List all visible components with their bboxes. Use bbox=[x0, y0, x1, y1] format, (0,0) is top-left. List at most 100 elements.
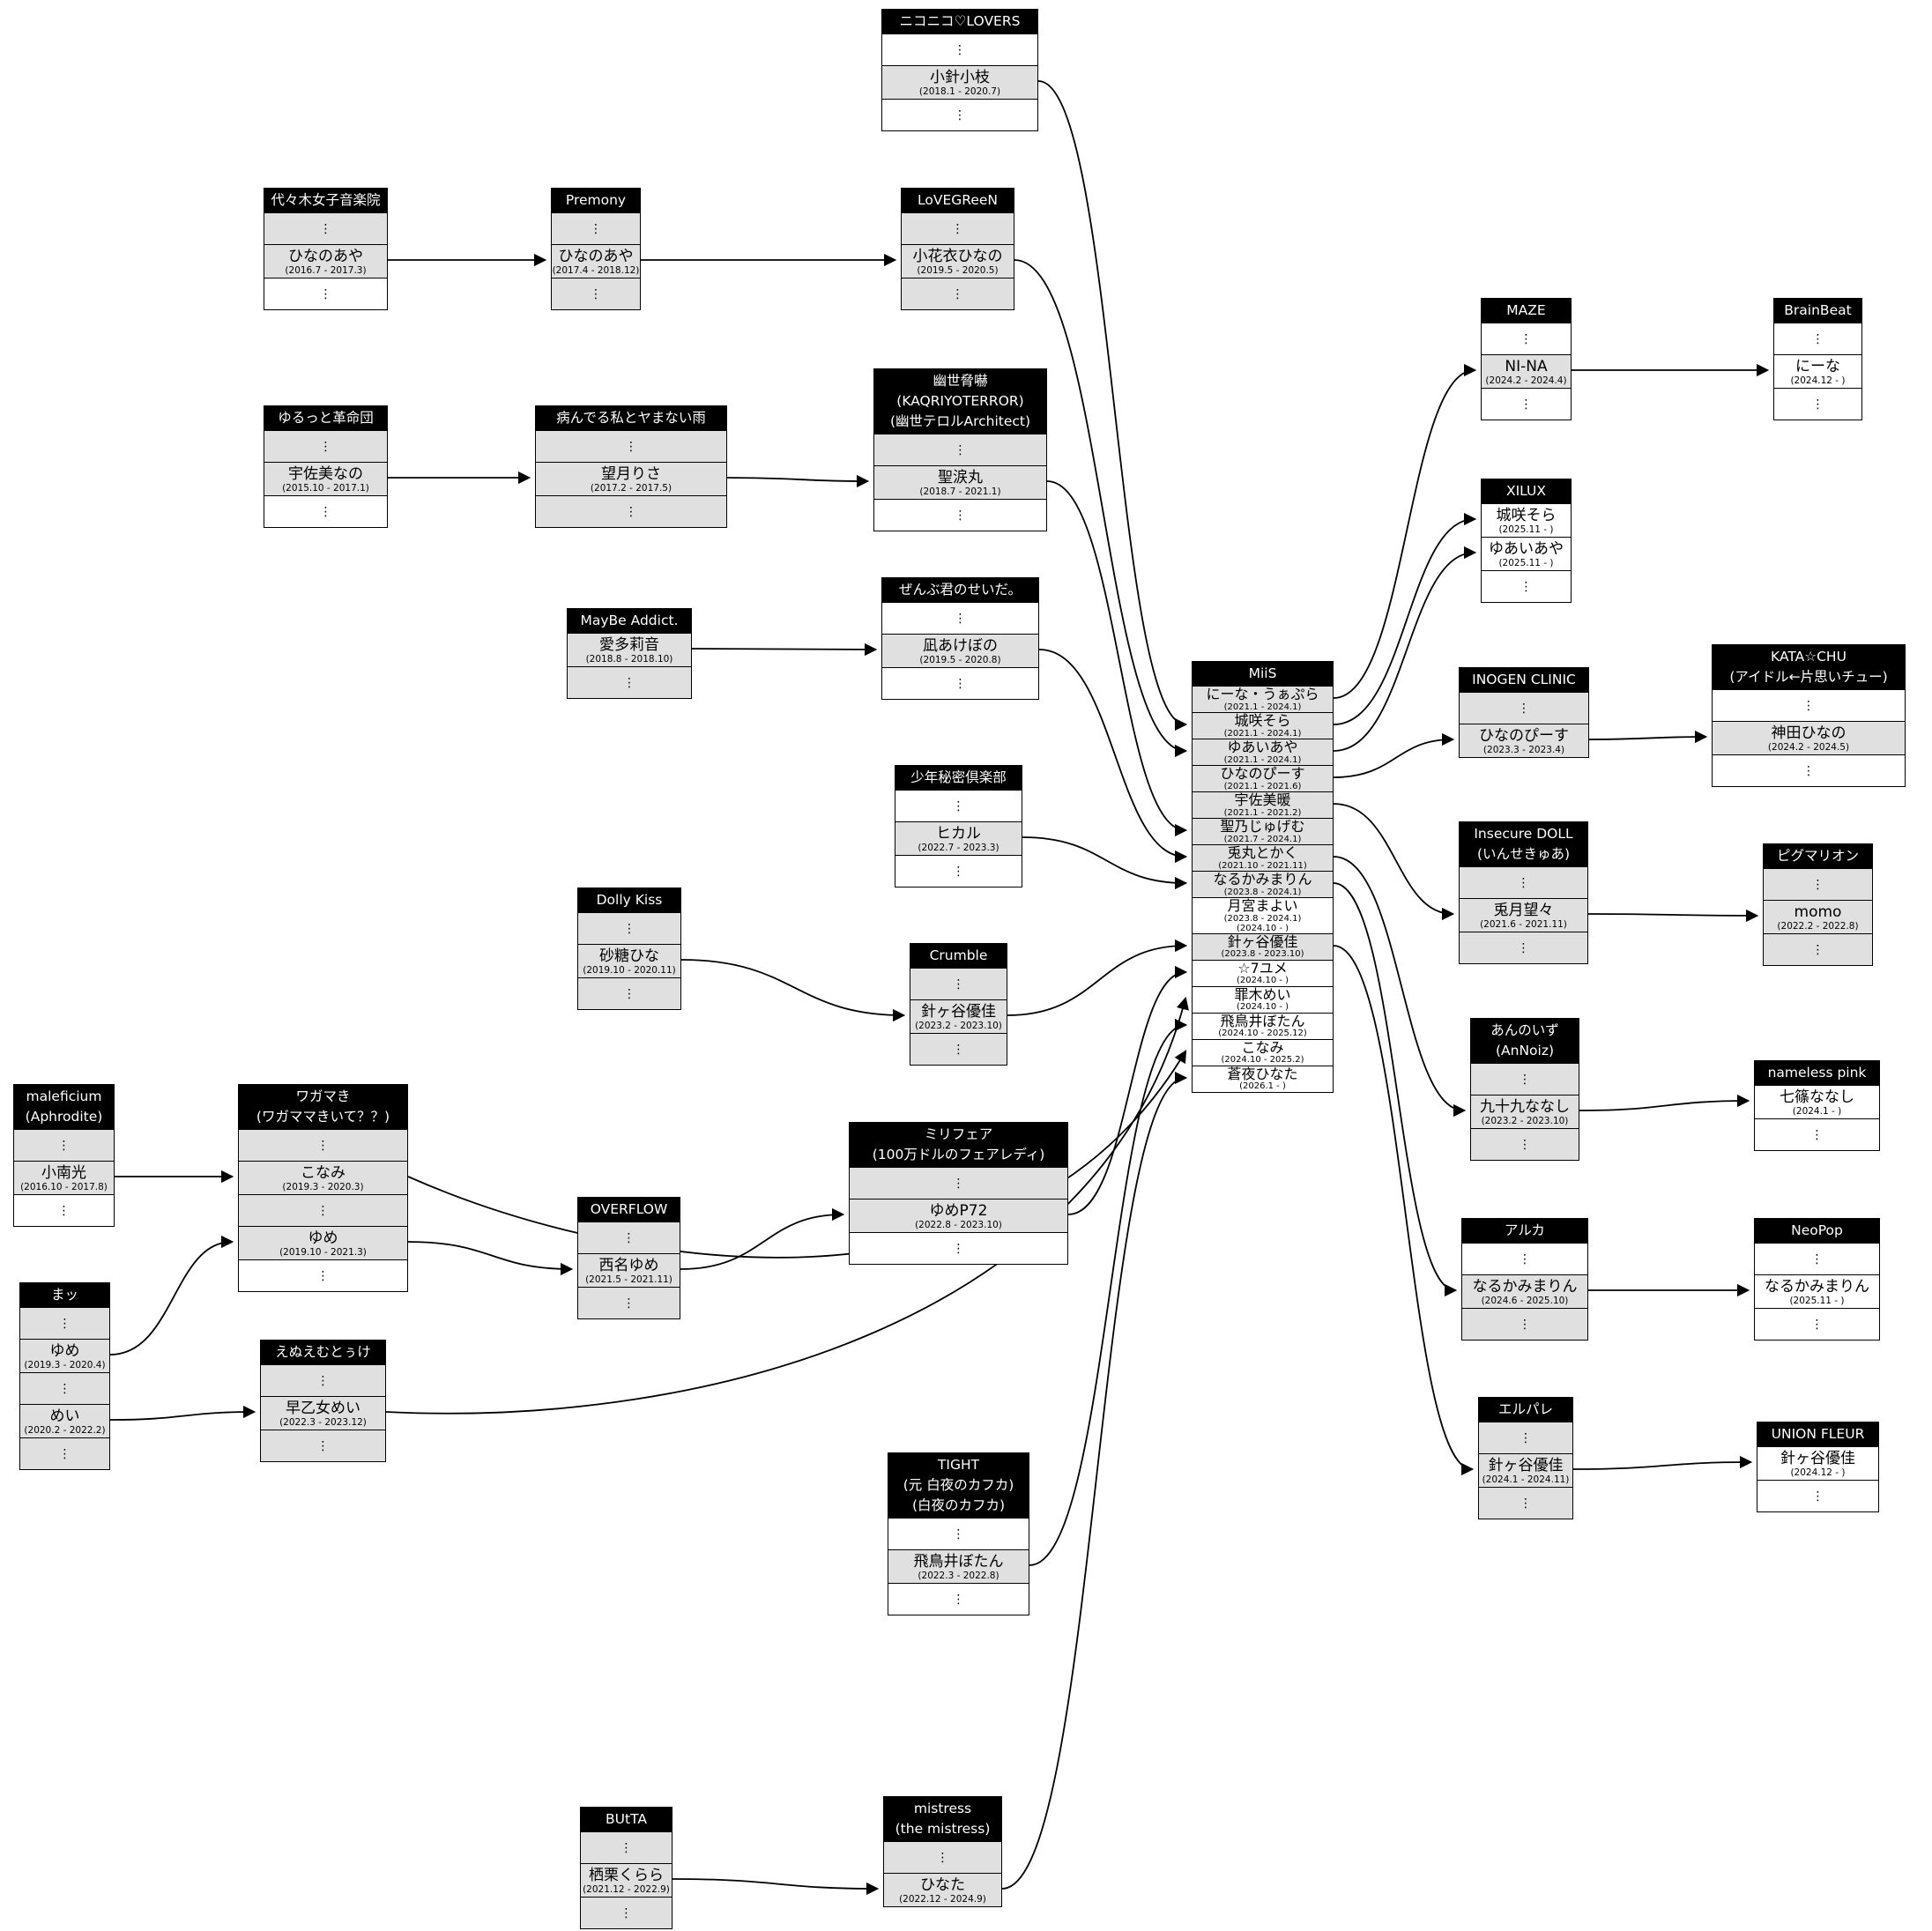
group-title: OVERFLOW bbox=[578, 1198, 680, 1222]
member-row: 九十九ななし(2023.2 - 2023.10) bbox=[1471, 1095, 1579, 1128]
group-node-lovegreen: LoVEGReeN⋮小花衣ひなの(2019.5 - 2020.5)⋮ bbox=[901, 188, 1014, 310]
member-name: 七篠ななし bbox=[1780, 1088, 1854, 1106]
member-name: NI-NA bbox=[1505, 357, 1548, 375]
edge-arrow bbox=[407, 1050, 1187, 1259]
group-title-line: 病んでる私とヤまない雨 bbox=[556, 410, 706, 426]
group-title: エルパレ bbox=[1479, 1398, 1572, 1422]
member-row: ひなのぴーす(2023.3 - 2023.4) bbox=[1460, 724, 1588, 757]
group-title: MAZE bbox=[1482, 299, 1571, 323]
ellipsis-row: ⋮ bbox=[1755, 1243, 1879, 1274]
member-dates: (2018.1 - 2020.7) bbox=[918, 85, 1001, 97]
member-row: 罪木めい(2024.10 - ) bbox=[1193, 985, 1333, 1013]
ellipsis-row: ⋮ bbox=[1462, 1243, 1587, 1274]
group-title: UNION FLEUR bbox=[1757, 1422, 1878, 1446]
group-title: ゆるっと革命団 bbox=[264, 406, 387, 430]
member-row: 小花衣ひなの(2019.5 - 2020.5) bbox=[902, 244, 1014, 278]
member-dates: (2021.5 - 2021.11) bbox=[585, 1274, 672, 1285]
member-dates: (2023.2 - 2023.10) bbox=[915, 1020, 1002, 1031]
group-node-yanderu: 病んでる私とヤまない雨⋮望月りさ(2017.2 - 2017.5)⋮ bbox=[535, 405, 727, 528]
ellipsis-row: ⋮ bbox=[902, 212, 1014, 244]
group-title-line: あんのいず bbox=[1490, 1022, 1559, 1038]
member-row: なるかみまりん(2024.6 - 2025.10) bbox=[1462, 1274, 1587, 1308]
ellipsis-row: ⋮ bbox=[1460, 692, 1588, 724]
member-name: 針ヶ谷優佳 bbox=[1227, 932, 1298, 950]
member-row: 城咲そら(2021.1 - 2024.1) bbox=[1193, 712, 1333, 739]
member-name: 望月りさ bbox=[601, 464, 661, 483]
ellipsis-row: ⋮ bbox=[14, 1129, 114, 1161]
group-node-matsu: まッ⋮ゆめ(2019.3 - 2020.4)⋮めい(2020.2 - 2022.… bbox=[19, 1282, 110, 1470]
member-name: 針ヶ谷優佳 bbox=[921, 1002, 996, 1021]
member-name: にーな bbox=[1795, 357, 1840, 375]
member-row: 針ヶ谷優佳(2024.12 - ) bbox=[1757, 1446, 1878, 1480]
group-title-line: (いんせきゅあ) bbox=[1476, 846, 1571, 862]
member-row: 凪あけぼの(2019.5 - 2020.8) bbox=[882, 634, 1038, 667]
member-name: ひなのぴーす bbox=[1479, 726, 1569, 745]
edge-arrow bbox=[109, 1405, 256, 1421]
member-row: ゆあいあや(2021.1 - 2024.1) bbox=[1193, 739, 1333, 765]
member-dates: (2022.7 - 2023.3) bbox=[918, 842, 999, 853]
member-name: momo bbox=[1794, 902, 1842, 921]
group-node-brainbeat: BrainBeat⋮にーな(2024.12 - )⋮ bbox=[1773, 298, 1862, 420]
ellipsis-row: ⋮ bbox=[850, 1232, 1067, 1264]
group-title: mistress(the mistress) bbox=[884, 1797, 1001, 1841]
group-title-line: Insecure DOLL bbox=[1474, 826, 1573, 842]
member-dates: (2024.10 - ) bbox=[1236, 923, 1289, 933]
group-title-line: (AnNoiz) bbox=[1495, 1043, 1555, 1058]
member-name: 聖乃じゅげむ bbox=[1220, 818, 1305, 836]
group-title: LoVEGReeN bbox=[902, 189, 1014, 212]
ellipsis-row: ⋮ bbox=[20, 1307, 109, 1339]
group-node-maleficium: maleficium(Aphrodite)⋮小南光(2016.10 - 2017… bbox=[13, 1084, 115, 1227]
member-name: 神田ひなの bbox=[1771, 724, 1847, 742]
group-title-line: OVERFLOW bbox=[590, 1201, 668, 1217]
ellipsis-row: ⋮ bbox=[536, 430, 726, 462]
edge-arrow bbox=[1046, 480, 1188, 837]
member-name: 聖涙丸 bbox=[938, 468, 983, 486]
ellipsis-row: ⋮ bbox=[20, 1437, 109, 1469]
group-title-line: Dolly Kiss bbox=[596, 892, 663, 908]
member-row: 針ヶ谷優佳(2023.2 - 2023.10) bbox=[910, 999, 1007, 1033]
member-dates: (2019.5 - 2020.5) bbox=[917, 264, 999, 276]
ellipsis-row: ⋮ bbox=[910, 1033, 1007, 1065]
ellipsis-row: ⋮ bbox=[264, 278, 387, 309]
group-title: BrainBeat bbox=[1774, 299, 1861, 323]
member-dates: (2019.5 - 2020.8) bbox=[919, 654, 1001, 665]
group-title-line: 少年秘密倶楽部 bbox=[910, 769, 1007, 785]
ellipsis-row: ⋮ bbox=[261, 1364, 385, 1396]
member-name: 九十九ななし bbox=[1480, 1097, 1570, 1116]
ellipsis-row: ⋮ bbox=[1471, 1063, 1579, 1095]
edge-arrow bbox=[691, 642, 878, 657]
edge-arrow bbox=[1579, 1094, 1750, 1111]
edge-arrow bbox=[1333, 512, 1477, 725]
edge-arrow bbox=[1029, 1018, 1188, 1566]
group-title: ぜんぶ君のせいだ。 bbox=[882, 578, 1038, 602]
group-title-line: NeoPop bbox=[1791, 1222, 1843, 1238]
group-node-maze: MAZE⋮NI-NA(2024.2 - 2024.4)⋮ bbox=[1481, 298, 1572, 420]
member-dates: (2017.2 - 2017.5) bbox=[590, 482, 672, 494]
ellipsis-row: ⋮ bbox=[1460, 866, 1587, 898]
group-title: XILUX bbox=[1482, 479, 1571, 503]
group-title-line: Premony bbox=[565, 192, 627, 208]
group-node-overflow: OVERFLOW⋮西名ゆめ(2021.5 - 2021.11)⋮ bbox=[577, 1197, 680, 1319]
member-row: ひなた(2022.12 - 2024.9) bbox=[884, 1873, 1001, 1906]
member-dates: (2024.2 - 2024.4) bbox=[1485, 375, 1567, 386]
member-row: 宇佐美暖(2021.1 - 2021.2) bbox=[1193, 791, 1333, 818]
ellipsis-row: ⋮ bbox=[1755, 1308, 1879, 1340]
ellipsis-row: ⋮ bbox=[882, 33, 1037, 65]
member-name: こなみ bbox=[301, 1163, 346, 1182]
member-row: 望月りさ(2017.2 - 2017.5) bbox=[536, 462, 726, 495]
member-dates: (2021.1 - 2021.6) bbox=[1223, 781, 1302, 791]
group-node-aruka: アルカ⋮なるかみまりん(2024.6 - 2025.10)⋮ bbox=[1461, 1218, 1588, 1341]
member-row: ヒカル(2022.7 - 2023.3) bbox=[895, 821, 1022, 855]
edge-arrow bbox=[1333, 732, 1455, 778]
member-dates: (2025.11 - ) bbox=[1789, 1295, 1845, 1306]
edge-arrow bbox=[726, 474, 870, 488]
member-dates: (2024.10 - 2025.2) bbox=[1221, 1055, 1304, 1066]
member-dates: (2023.8 - 2024.1) bbox=[1223, 887, 1302, 897]
ellipsis-row: ⋮ bbox=[888, 1583, 1029, 1615]
group-title-line: (ワガママきいて？？) bbox=[256, 1109, 390, 1125]
group-title-line: BrainBeat bbox=[1784, 302, 1852, 318]
member-name: ゆめ bbox=[49, 1341, 80, 1360]
member-row: にーな(2024.12 - ) bbox=[1774, 354, 1861, 388]
